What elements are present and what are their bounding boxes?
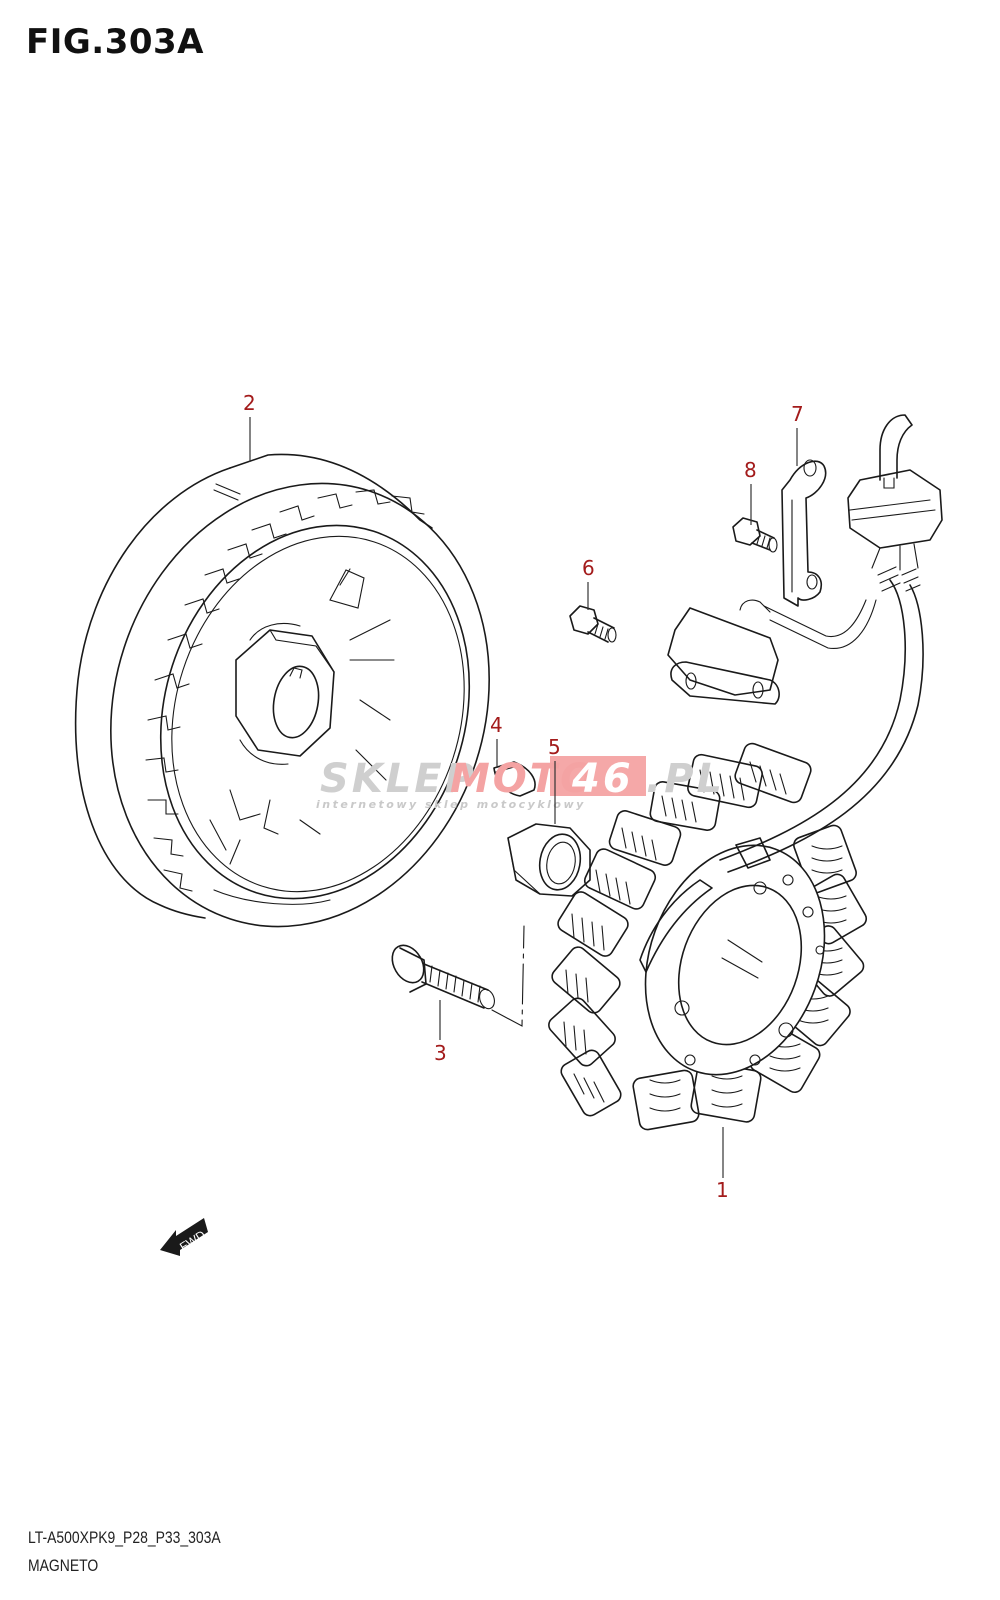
rotor-magnet-segments — [145, 489, 425, 892]
watermark-tagline: internetowy sklep motocyklowy — [316, 798, 586, 811]
callout-3[interactable]: 3 — [434, 1041, 447, 1065]
callout-7[interactable]: 7 — [791, 402, 804, 426]
rotor-hub — [235, 622, 335, 765]
clamp-part[interactable] — [781, 459, 827, 607]
watermark-text-moto: MOTO — [450, 756, 597, 802]
rotor-part[interactable] — [55, 434, 546, 976]
callout-1[interactable]: 1 — [716, 1178, 729, 1202]
watermark: SKLEP MOTO 46 .PL internetowy sklep moto… — [316, 756, 725, 811]
wire-connector — [847, 414, 943, 571]
screw-8-part[interactable] — [732, 517, 778, 553]
leader-lines — [249, 417, 798, 1178]
callouts: 2 4 5 6 7 8 3 1 — [243, 391, 804, 1202]
nut-part[interactable] — [507, 823, 591, 897]
callout-2[interactable]: 2 — [243, 391, 256, 415]
screw-6-part[interactable] — [569, 605, 617, 643]
callout-8[interactable]: 8 — [744, 458, 757, 482]
callout-5[interactable]: 5 — [548, 735, 561, 759]
callout-4[interactable]: 4 — [490, 713, 503, 737]
wire-harness — [719, 566, 924, 873]
forward-arrow-icon: FWD — [160, 1218, 208, 1256]
watermark-text-pl: .PL — [646, 756, 725, 802]
stator-part[interactable] — [546, 741, 870, 1131]
bolt-part[interactable] — [386, 925, 525, 1027]
model-code: LT-A500XPK9_P28_P33_303A — [28, 1528, 221, 1547]
watermark-text-46: 46 — [571, 756, 634, 802]
figure-title: FIG.303A — [26, 22, 204, 62]
watermark-text-sklep: SKLEP — [320, 756, 477, 802]
callout-6[interactable]: 6 — [582, 556, 595, 580]
pickup-coil — [667, 599, 877, 705]
section-name: MAGNETO — [28, 1556, 99, 1575]
key-part[interactable] — [493, 761, 536, 797]
watermark-badge — [550, 756, 646, 796]
